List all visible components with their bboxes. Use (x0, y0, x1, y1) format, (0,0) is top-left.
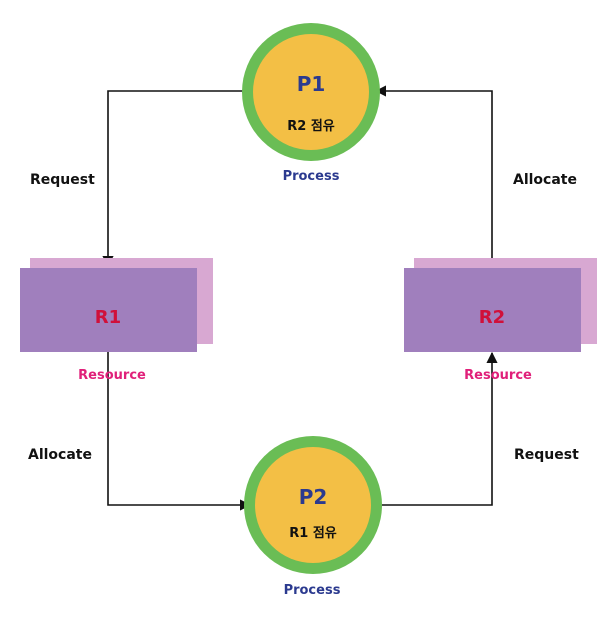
process-core (255, 447, 371, 563)
edge-p1-to-r1 (102, 90, 246, 268)
edge-label-r1-to-p2: Allocate (28, 447, 92, 463)
resource-node-r1: R1 (20, 258, 213, 352)
resource-node-r2: R2 (404, 258, 597, 352)
edge-label-p2-to-r2: Request (514, 447, 579, 463)
process-node-p1: P1 R2 점유 (242, 23, 380, 161)
process-node-p2: P2 R1 점유 (244, 436, 382, 574)
edge-label-r2-to-p1: Allocate (513, 172, 577, 188)
edge-label-p1-to-r1: Request (30, 172, 95, 188)
resource-box (404, 268, 581, 352)
process-title: P1 (297, 72, 326, 96)
process-title: P2 (299, 485, 328, 509)
resource-title: R1 (95, 307, 121, 328)
resource-caption-r2: Resource (464, 368, 532, 383)
resource-title: R2 (479, 307, 505, 328)
edge-r2-to-p1 (374, 85, 493, 268)
edge-p2-to-r2 (382, 351, 498, 506)
process-note: R1 점유 (289, 526, 337, 541)
process-core (253, 34, 369, 150)
resource-caption-r1: Resource (78, 368, 146, 383)
process-caption-p1: Process (283, 169, 340, 184)
resource-box (20, 268, 197, 352)
process-note: R2 점유 (287, 119, 335, 134)
edge-r1-to-p2 (107, 352, 252, 511)
process-caption-p2: Process (284, 583, 341, 598)
